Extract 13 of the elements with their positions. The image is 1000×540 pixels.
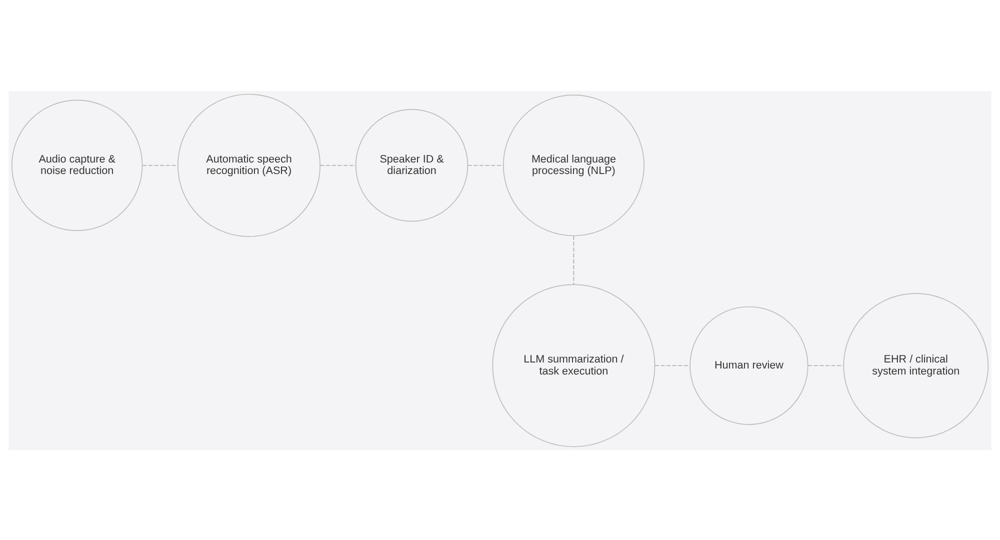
connector bbox=[320, 164, 356, 166]
node-circle: Audio capture & noise reduction bbox=[12, 99, 143, 230]
node-circle: Automatic speech recognition (ASR) bbox=[177, 93, 321, 236]
node-circle: LLM summarization / task execution bbox=[492, 284, 656, 447]
connector bbox=[142, 164, 178, 166]
connector bbox=[467, 164, 504, 166]
connector bbox=[573, 235, 574, 284]
node-circle: Human review bbox=[690, 306, 808, 424]
node-circle: Medical language processing (NLP) bbox=[502, 94, 644, 236]
connector bbox=[654, 364, 691, 366]
node-circle: Speaker ID & diarization bbox=[355, 108, 468, 222]
connector bbox=[808, 364, 844, 366]
node-circle: EHR / clinical system integration bbox=[843, 292, 988, 438]
